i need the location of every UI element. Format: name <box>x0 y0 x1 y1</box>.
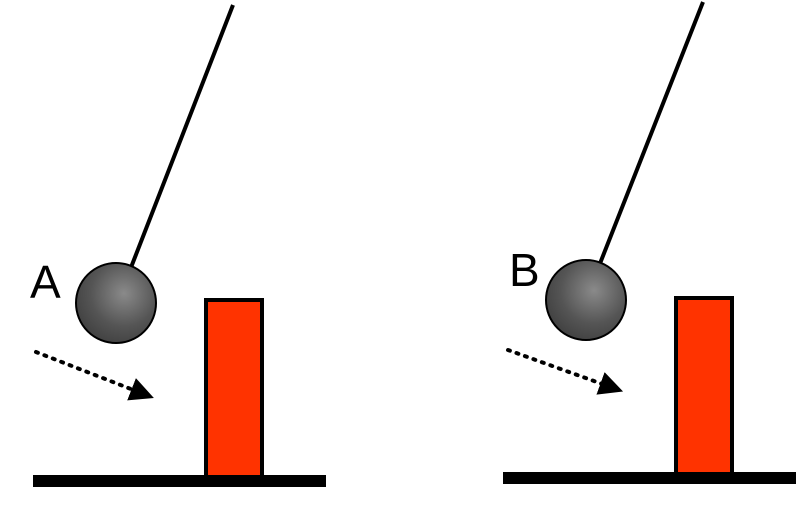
ground-b <box>503 472 796 484</box>
motion-arrow-a <box>34 350 154 401</box>
red-block-b <box>674 296 734 478</box>
pendulum-ball-b <box>545 259 627 341</box>
panel-a: A <box>30 4 326 487</box>
pendulum-string-b <box>597 1 705 267</box>
panel-label-b: B <box>509 244 540 296</box>
pendulum-string-a <box>128 4 235 271</box>
panel-label-a: A <box>30 256 61 308</box>
panel-b: B <box>503 1 796 484</box>
red-block-a <box>204 298 264 480</box>
pendulum-ball-a <box>75 262 157 344</box>
motion-arrow-b <box>506 348 624 395</box>
ground-a <box>33 475 326 487</box>
